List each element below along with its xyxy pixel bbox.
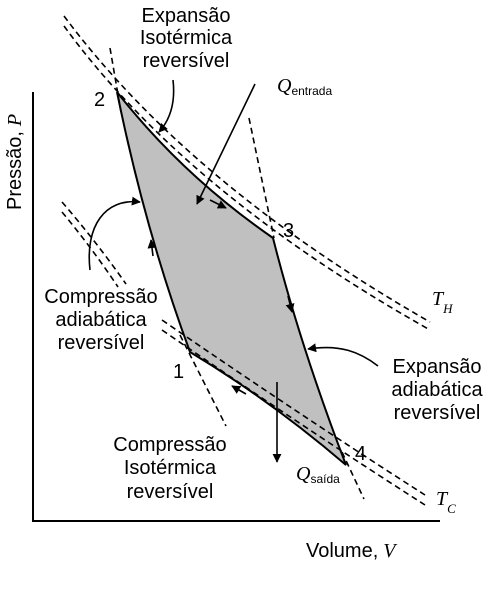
- y-axis-label: Pressão,P: [4, 114, 26, 210]
- x-axis-label: Volume,V: [306, 540, 398, 562]
- svg-text:reversível: reversível: [127, 481, 214, 503]
- cold-isotherm-label: TC: [436, 488, 456, 516]
- label-adiabatic-compression: Compressão adiabática reversível: [44, 286, 157, 354]
- svg-text:Compressão: Compressão: [44, 286, 157, 308]
- state-label-4: 4: [355, 443, 366, 465]
- cold-isotherm-line-inner: [161, 329, 426, 506]
- leader-adiabatic-expansion: [307, 343, 379, 367]
- svg-text:adiabática: adiabática: [55, 309, 147, 331]
- direction-arrow-1-2: [147, 239, 157, 257]
- svg-text:Isotérmica: Isotérmica: [124, 457, 217, 479]
- cycle-outline: [116, 91, 347, 466]
- label-adiabatic-expansion: Expansão adiabática reversível: [391, 356, 483, 424]
- svg-text:Expansão: Expansão: [393, 356, 482, 378]
- direction-arrow-4-1: [231, 385, 247, 395]
- leader-adiabatic-compression: [88, 196, 141, 271]
- leader-isothermal-expansion: [158, 79, 175, 133]
- adiabat-extension-left-inner: [61, 211, 119, 288]
- svg-text:Isotérmica: Isotérmica: [140, 27, 233, 49]
- heat-in-arrow: [196, 83, 256, 205]
- cold-isotherm-line: [161, 319, 426, 496]
- direction-arrow-2-3: [209, 199, 227, 209]
- svg-text:reversível: reversível: [143, 50, 230, 72]
- heat-out-label: Qsaída: [296, 463, 340, 486]
- cycle-area: [117, 92, 346, 465]
- direction-arrow-3-4: [285, 295, 295, 313]
- adiabat-extension-left: [61, 201, 127, 285]
- svg-text:reversível: reversível: [394, 402, 481, 424]
- heat-in-label: Qentrada: [277, 75, 332, 98]
- hot-isotherm-label: TH: [432, 288, 453, 316]
- svg-text:reversível: reversível: [58, 332, 145, 354]
- svg-text:Expansão: Expansão: [142, 5, 231, 27]
- adiabat-extension-4: [341, 451, 365, 500]
- adiabat-extension-1: [179, 334, 227, 427]
- label-isothermal-compression: Compressão Isotérmica reversível: [113, 434, 226, 503]
- state-label-1: 1: [173, 361, 184, 383]
- hot-isotherm-line-inner: [63, 25, 431, 331]
- hot-isotherm-line: [63, 15, 431, 323]
- state-label-2: 2: [94, 89, 105, 111]
- adiabat-extension-3: [248, 117, 275, 239]
- svg-text:adiabática: adiabática: [391, 379, 483, 401]
- state-label-3: 3: [283, 220, 294, 242]
- svg-text:Compressão: Compressão: [113, 434, 226, 456]
- label-isothermal-expansion: Expansão Isotérmica reversível: [140, 5, 233, 72]
